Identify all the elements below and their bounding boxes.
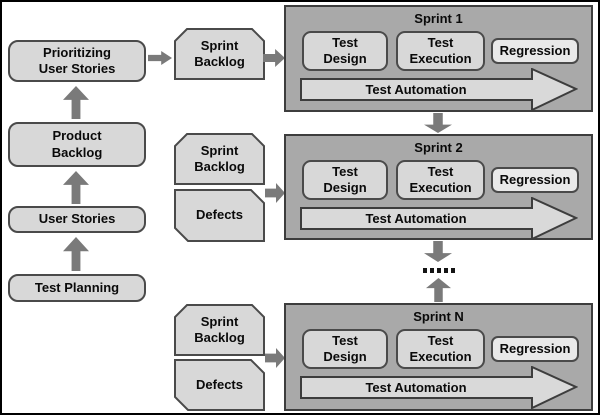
node-label: Backlog bbox=[194, 54, 245, 69]
node-sprint-backlog-2: Sprint Backlog bbox=[174, 133, 265, 185]
node-prioritizing-user-stories: Prioritizing User Stories bbox=[8, 40, 146, 82]
sprint-1-container: Sprint 1 Test Design Test Execution Regr… bbox=[284, 5, 593, 112]
arrow-right-icon bbox=[265, 183, 285, 203]
node-regression: Regression bbox=[491, 336, 579, 362]
snip-diagonal-rect-shape bbox=[174, 359, 265, 411]
node-label: Design bbox=[323, 180, 367, 195]
node-test-execution: Test Execution bbox=[396, 329, 485, 369]
arrow-up-icon bbox=[63, 237, 89, 271]
node-label: Test bbox=[427, 163, 454, 179]
arrow-up-icon bbox=[63, 171, 89, 204]
node-label: Execution bbox=[409, 51, 472, 66]
node-sprint-backlog-n: Sprint Backlog bbox=[174, 304, 265, 356]
node-label: Test Planning bbox=[34, 279, 120, 295]
node-test-design: Test Design bbox=[302, 329, 388, 369]
node-product-backlog: Product Backlog bbox=[8, 122, 146, 167]
node-test-execution: Test Execution bbox=[396, 160, 485, 200]
node-label: Test bbox=[332, 34, 358, 50]
sprint-n-container: Sprint N Test Design Test Execution Regr… bbox=[284, 303, 593, 411]
automation-label: Test Automation bbox=[365, 82, 467, 97]
arrow-down-icon bbox=[424, 113, 452, 133]
arrow-up-icon bbox=[426, 278, 451, 302]
block-arrow-right-shape bbox=[300, 68, 578, 111]
block-arrow-right-shape bbox=[300, 197, 578, 240]
arrow-right-icon bbox=[265, 348, 285, 368]
node-label: Test bbox=[427, 332, 454, 348]
continuation-dot bbox=[430, 268, 434, 273]
node-user-stories: User Stories bbox=[8, 206, 146, 233]
continuation-dot bbox=[451, 268, 455, 273]
sprint-title: Sprint 1 bbox=[414, 11, 463, 26]
continuation-dot bbox=[444, 268, 448, 273]
automation-label: Test Automation bbox=[365, 380, 467, 395]
node-label: Sprint bbox=[200, 142, 239, 158]
node-regression: Regression bbox=[491, 167, 579, 193]
node-test-execution: Test Execution bbox=[396, 31, 485, 71]
arrow-right-icon bbox=[263, 49, 285, 67]
node-label: Test bbox=[332, 332, 358, 348]
node-defects-n: Defects bbox=[174, 359, 265, 411]
test-automation-arrow: Test Automation bbox=[300, 197, 578, 240]
node-label: Prioritizing bbox=[43, 44, 111, 60]
node-label: Test bbox=[427, 34, 454, 50]
node-label: Regression bbox=[499, 42, 571, 58]
node-label: Regression bbox=[499, 340, 571, 356]
node-test-design: Test Design bbox=[302, 31, 388, 71]
node-label: Sprint bbox=[200, 313, 239, 329]
continuation-dots bbox=[423, 268, 455, 273]
snip-rect-shape bbox=[174, 28, 265, 80]
node-label: User Stories bbox=[38, 211, 116, 227]
node-label: Backlog bbox=[194, 159, 245, 174]
continuation-dot bbox=[423, 268, 427, 273]
sprint-2-container: Sprint 2 Test Design Test Execution Regr… bbox=[284, 134, 593, 240]
node-label: Defects bbox=[196, 207, 243, 223]
node-label: Execution bbox=[409, 349, 472, 364]
snip-rect-shape bbox=[174, 304, 265, 356]
test-automation-arrow: Test Automation bbox=[300, 68, 578, 111]
node-label: Regression bbox=[499, 171, 571, 187]
node-test-planning: Test Planning bbox=[8, 274, 146, 302]
node-test-design: Test Design bbox=[302, 160, 388, 200]
continuation-dot bbox=[437, 268, 441, 273]
node-label: Backlog bbox=[194, 330, 245, 345]
node-label: Test bbox=[332, 163, 358, 179]
node-label: User Stories bbox=[38, 61, 116, 76]
node-defects-2: Defects bbox=[174, 189, 265, 242]
node-label: Execution bbox=[409, 180, 472, 195]
sprint-title: Sprint 2 bbox=[414, 140, 463, 155]
node-label: Defects bbox=[196, 376, 243, 392]
node-label: Product bbox=[52, 128, 102, 144]
arrow-up-icon bbox=[63, 86, 89, 119]
node-label: Design bbox=[323, 349, 367, 364]
snip-rect-shape bbox=[174, 133, 265, 185]
node-regression: Regression bbox=[491, 38, 579, 64]
arrow-right-icon bbox=[148, 51, 172, 65]
sprint-title: Sprint N bbox=[413, 309, 464, 324]
node-sprint-backlog-1: Sprint Backlog bbox=[174, 28, 265, 80]
node-label: Design bbox=[323, 51, 367, 66]
snip-diagonal-rect-shape bbox=[174, 189, 265, 242]
block-arrow-right-shape bbox=[300, 366, 578, 409]
test-automation-arrow: Test Automation bbox=[300, 366, 578, 409]
arrow-down-icon bbox=[424, 241, 452, 262]
node-label: Sprint bbox=[200, 37, 239, 53]
automation-label: Test Automation bbox=[365, 211, 467, 226]
node-label: Backlog bbox=[51, 144, 103, 160]
